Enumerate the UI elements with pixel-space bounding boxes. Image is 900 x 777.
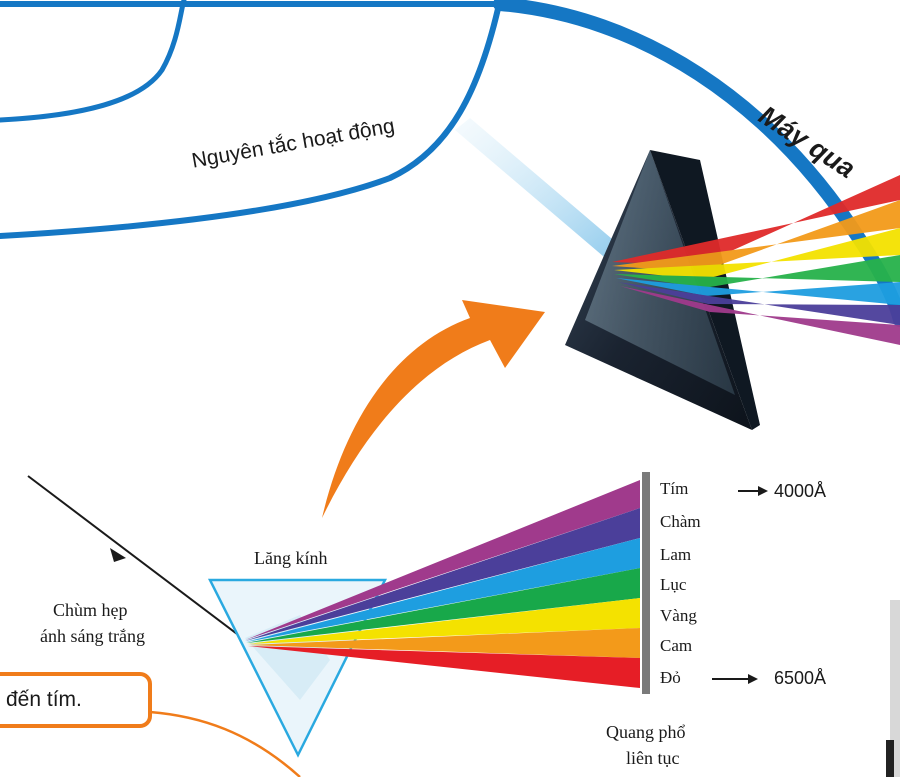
band-label-green: Lục (660, 575, 687, 594)
band-label-orange: Cam (660, 636, 693, 655)
spectrum-caption-line1: Quang phổ (606, 722, 686, 742)
incident-beam-line (27, 475, 246, 641)
wavelength-red: 6500Å (774, 668, 826, 689)
band-label-yellow: Vàng (660, 606, 697, 625)
band-label-violet: Tím (660, 479, 689, 498)
wavelength-red-value: 6500 (774, 668, 815, 688)
photo-rainbow (612, 175, 900, 345)
incoming-light-beam (455, 118, 625, 262)
beam-label-line1: Chùm hẹp (53, 600, 128, 620)
callout-connector (149, 710, 301, 777)
wavelength-unit: Å (814, 481, 827, 501)
spectrum-screen (642, 472, 650, 694)
wavelength-violet: 4000Å (774, 481, 826, 502)
prism-label: Lăng kính (254, 548, 328, 568)
orange-arrow-icon (322, 300, 545, 518)
spectrum-fan (245, 480, 640, 688)
beam-label-line2: ánh sáng trắng (40, 626, 145, 646)
spectrum-caption-line2: liên tục (626, 748, 680, 768)
beam-arrowhead-icon (110, 548, 126, 562)
band-label-indigo: Chàm (660, 512, 701, 531)
callout-box: đến tím. (0, 672, 152, 728)
band-label-blue: Lam (660, 545, 692, 564)
wavelength-unit: Å (814, 668, 827, 688)
mindmap-branches (0, 0, 900, 327)
wavelength-arrows (712, 486, 768, 684)
callout-text: đến tím. (6, 688, 82, 711)
band-label-red: Đỏ (660, 668, 681, 687)
wavelength-violet-value: 4000 (774, 481, 815, 501)
